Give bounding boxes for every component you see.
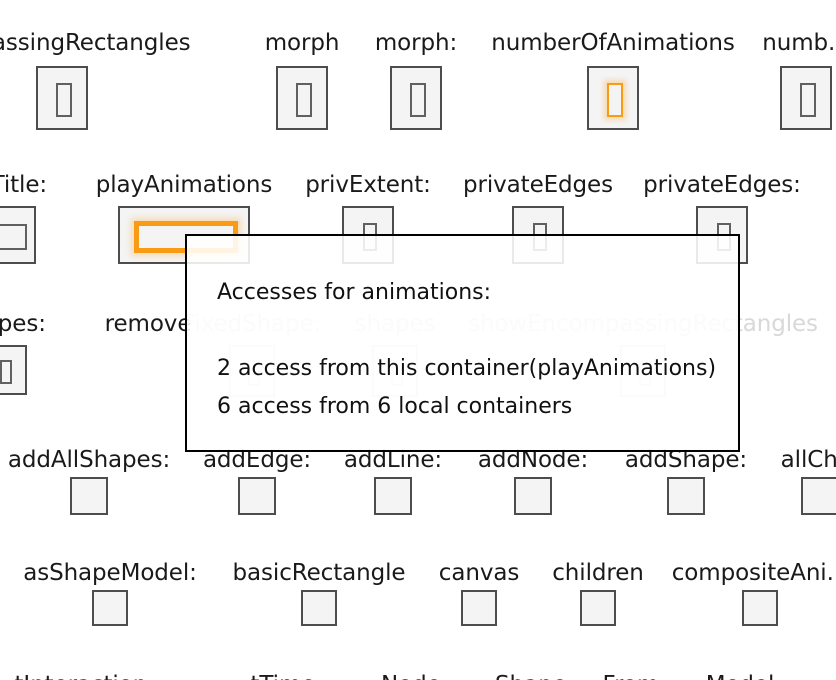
method-label: ...From xyxy=(581,672,659,680)
method-box[interactable] xyxy=(514,477,552,515)
method-inner-shape[interactable] xyxy=(56,83,72,117)
method-label: ...mpassingRectangles xyxy=(0,30,191,56)
method-label: allCh... xyxy=(780,447,836,473)
method-inner-shape[interactable] xyxy=(0,360,12,384)
tooltip-line: Accesses for animations: xyxy=(217,280,492,305)
method-label: numb... xyxy=(762,30,836,56)
method-label: morph: xyxy=(374,30,458,56)
method-label: morph xyxy=(264,30,340,56)
method-box[interactable] xyxy=(70,477,108,515)
method-box[interactable] xyxy=(780,66,832,130)
method-label: basicRectangle xyxy=(232,560,406,586)
method-box[interactable] xyxy=(801,477,836,515)
tooltip-line: 2 access from this container(playAnimati… xyxy=(217,356,717,381)
method-box[interactable] xyxy=(238,477,276,515)
accesses-tooltip: Accesses for animations: 2 access from th… xyxy=(185,234,740,452)
method-label: remove xyxy=(104,311,192,337)
method-label: ...Shape xyxy=(473,672,566,680)
method-label: ...Node xyxy=(359,672,440,680)
method-box[interactable] xyxy=(461,590,497,626)
method-inner-shape[interactable] xyxy=(607,83,623,117)
method-label: privateEdges: xyxy=(643,172,801,198)
method-label: ...apes: xyxy=(0,311,46,337)
method-box[interactable] xyxy=(374,477,412,515)
method-inner-shape[interactable] xyxy=(410,83,426,117)
method-label: numberOfAnimations xyxy=(491,30,735,56)
method-inner-shape[interactable] xyxy=(296,83,312,117)
method-inner-shape[interactable] xyxy=(0,224,27,250)
method-label: playAnimations xyxy=(95,172,273,198)
method-box[interactable] xyxy=(580,590,616,626)
method-box[interactable] xyxy=(92,590,128,626)
method-label: compositeAni... xyxy=(671,560,836,586)
method-box[interactable] xyxy=(390,66,442,130)
method-inner-shape[interactable] xyxy=(800,83,816,117)
method-label: ...tInteraction xyxy=(0,672,147,680)
tooltip-line: 6 access from 6 local containers xyxy=(217,394,573,419)
method-label: privExtent: xyxy=(305,172,431,198)
method-box[interactable] xyxy=(667,477,705,515)
method-box[interactable] xyxy=(0,345,27,395)
method-box[interactable] xyxy=(301,590,337,626)
method-label: ...Title: xyxy=(0,172,48,198)
method-box[interactable] xyxy=(276,66,328,130)
method-label: ...Model... xyxy=(684,672,796,680)
method-label: ...tTime xyxy=(229,672,316,680)
method-box[interactable] xyxy=(36,66,88,130)
method-label: canvas xyxy=(438,560,520,586)
method-label: privateEdges xyxy=(463,172,613,198)
method-label: addAllShapes: xyxy=(7,447,171,473)
method-label: asShapeModel: xyxy=(23,560,197,586)
method-box[interactable] xyxy=(587,66,639,130)
method-box[interactable] xyxy=(0,206,36,264)
method-label: children xyxy=(552,560,644,586)
method-box[interactable] xyxy=(742,590,778,626)
